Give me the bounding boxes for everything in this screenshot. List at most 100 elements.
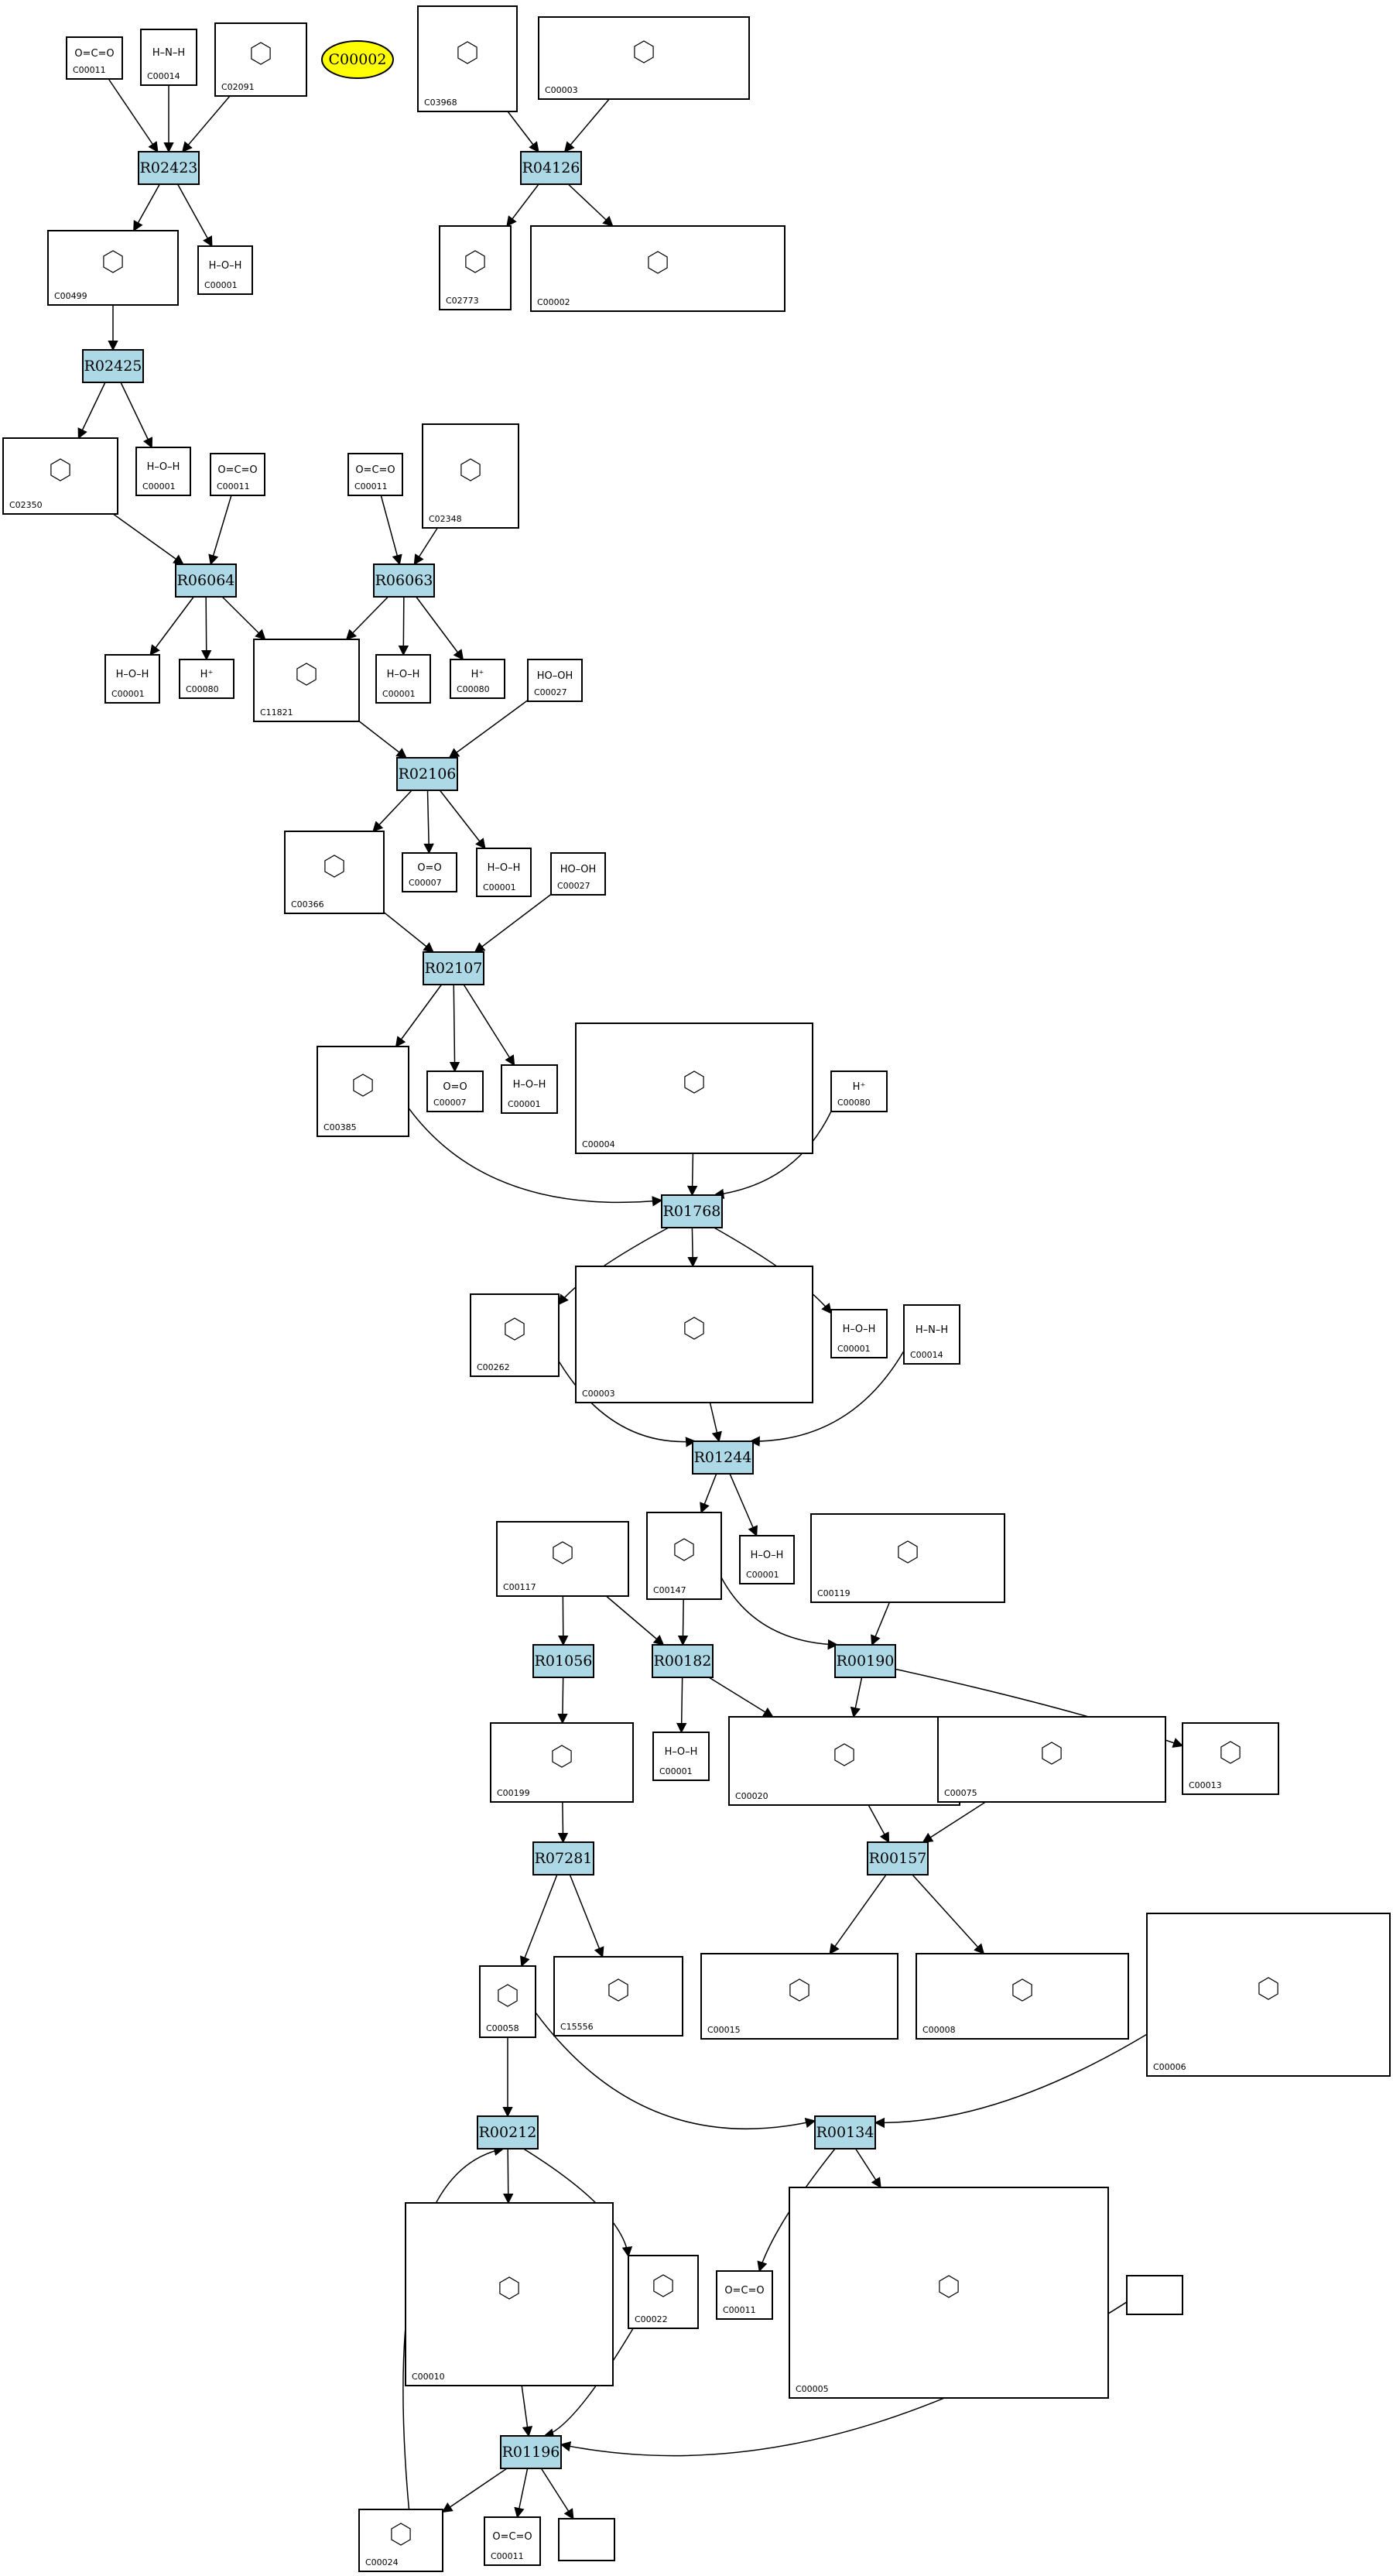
reaction-node[interactable]: R00212 bbox=[477, 2115, 539, 2150]
reaction-node[interactable]: R01244 bbox=[692, 1440, 754, 1475]
compound-node[interactable]: C00024 bbox=[358, 2509, 443, 2572]
compound-box[interactable] bbox=[450, 659, 505, 699]
compound-box[interactable] bbox=[628, 2255, 699, 2329]
compound-box[interactable] bbox=[140, 29, 197, 86]
compound-box[interactable] bbox=[358, 2509, 443, 2572]
compound-box[interactable] bbox=[646, 1512, 722, 1600]
compound-node[interactable]: C00499 bbox=[47, 230, 179, 306]
compound-node[interactable]: C00199 bbox=[490, 1722, 634, 1803]
compound-node[interactable]: C00015 bbox=[700, 1953, 898, 2040]
compound-node[interactable]: C00005 bbox=[789, 2187, 1109, 2399]
compound-box[interactable] bbox=[728, 1716, 960, 1806]
compound-box[interactable] bbox=[496, 1521, 629, 1597]
compound-node[interactable]: H⁺C00080 bbox=[450, 659, 505, 699]
reaction-box[interactable] bbox=[373, 564, 435, 598]
compound-box[interactable] bbox=[214, 22, 307, 97]
reaction-box[interactable] bbox=[814, 2115, 876, 2150]
reaction-node[interactable]: R02106 bbox=[396, 757, 458, 791]
compound-node[interactable]: C15556 bbox=[553, 1956, 683, 2036]
compound-node[interactable]: C02091 bbox=[214, 22, 307, 97]
reaction-node[interactable]: R01056 bbox=[532, 1644, 594, 1678]
compound-box[interactable] bbox=[317, 1046, 409, 1137]
reaction-box[interactable] bbox=[138, 151, 200, 185]
compound-box[interactable] bbox=[426, 1070, 484, 1112]
compound-node[interactable]: H⁺C00080 bbox=[179, 659, 234, 699]
compound-node[interactable]: C00366 bbox=[284, 831, 385, 914]
compound-box[interactable] bbox=[652, 1732, 710, 1781]
reaction-node[interactable]: R00157 bbox=[867, 1841, 929, 1875]
compound-box[interactable] bbox=[1146, 1913, 1391, 2077]
compound-box[interactable] bbox=[284, 831, 385, 914]
compound-node[interactable] bbox=[1126, 2275, 1183, 2315]
compound-node[interactable]: C00020 bbox=[728, 1716, 960, 1806]
reaction-box[interactable] bbox=[867, 1841, 929, 1875]
compound-node[interactable]: C00013 bbox=[1182, 1722, 1279, 1795]
reaction-box[interactable] bbox=[477, 2115, 539, 2150]
compound-box[interactable] bbox=[210, 453, 265, 496]
compound-node[interactable]: C11821 bbox=[253, 639, 360, 722]
compound-box[interactable] bbox=[527, 659, 583, 702]
compound-box[interactable] bbox=[253, 639, 360, 722]
compound-node[interactable]: C00022 bbox=[628, 2255, 699, 2329]
reaction-node[interactable]: R02423 bbox=[138, 151, 200, 185]
reaction-box[interactable] bbox=[652, 1644, 714, 1678]
compound-box[interactable] bbox=[2, 437, 118, 515]
compound-node[interactable]: C00119 bbox=[810, 1513, 1005, 1603]
compound-node[interactable]: C00004 bbox=[575, 1023, 813, 1154]
compound-node[interactable]: C00385 bbox=[317, 1046, 409, 1137]
compound-box[interactable] bbox=[405, 2202, 614, 2386]
compound-node[interactable]: C03968 bbox=[417, 5, 518, 112]
compound-box[interactable] bbox=[479, 1965, 536, 2038]
highlight-node[interactable]: C00002 bbox=[321, 40, 394, 79]
compound-box[interactable] bbox=[903, 1304, 960, 1365]
reaction-box[interactable] bbox=[834, 1644, 896, 1678]
reaction-box[interactable] bbox=[423, 951, 484, 985]
reaction-box[interactable] bbox=[532, 1644, 594, 1678]
compound-box[interactable] bbox=[789, 2187, 1109, 2399]
reaction-node[interactable]: R02425 bbox=[82, 349, 144, 383]
reaction-box[interactable] bbox=[520, 151, 582, 185]
highlight-ellipse[interactable] bbox=[321, 40, 394, 79]
compound-node[interactable]: C00006 bbox=[1146, 1913, 1391, 2077]
reaction-box[interactable] bbox=[82, 349, 144, 383]
compound-box[interactable] bbox=[575, 1023, 813, 1154]
compound-box[interactable] bbox=[422, 423, 519, 529]
compound-node[interactable]: C00075 bbox=[937, 1716, 1166, 1803]
compound-box[interactable] bbox=[810, 1513, 1005, 1603]
compound-box[interactable] bbox=[375, 654, 431, 704]
compound-box[interactable] bbox=[66, 36, 123, 80]
compound-node[interactable]: C02348 bbox=[422, 423, 519, 529]
compound-box[interactable] bbox=[347, 453, 403, 496]
compound-box[interactable] bbox=[575, 1266, 813, 1403]
compound-node[interactable]: C00002 bbox=[530, 225, 785, 312]
reaction-node[interactable]: R06064 bbox=[175, 564, 237, 598]
compound-box[interactable] bbox=[830, 1309, 888, 1358]
reaction-node[interactable]: R00134 bbox=[814, 2115, 876, 2150]
compound-box[interactable] bbox=[916, 1953, 1129, 2040]
compound-box[interactable] bbox=[439, 225, 512, 310]
compound-node[interactable]: C02773 bbox=[439, 225, 512, 310]
compound-box[interactable] bbox=[558, 2518, 615, 2561]
compound-box[interactable] bbox=[530, 225, 785, 312]
compound-box[interactable] bbox=[739, 1535, 795, 1584]
reaction-box[interactable] bbox=[532, 1841, 594, 1875]
reaction-box[interactable] bbox=[661, 1194, 723, 1228]
compound-node[interactable]: C02350 bbox=[2, 437, 118, 515]
reaction-box[interactable] bbox=[500, 2435, 562, 2469]
compound-box[interactable] bbox=[402, 852, 457, 892]
compound-node[interactable]: C00147 bbox=[646, 1512, 722, 1600]
compound-node[interactable]: H⁺C00080 bbox=[830, 1070, 888, 1112]
